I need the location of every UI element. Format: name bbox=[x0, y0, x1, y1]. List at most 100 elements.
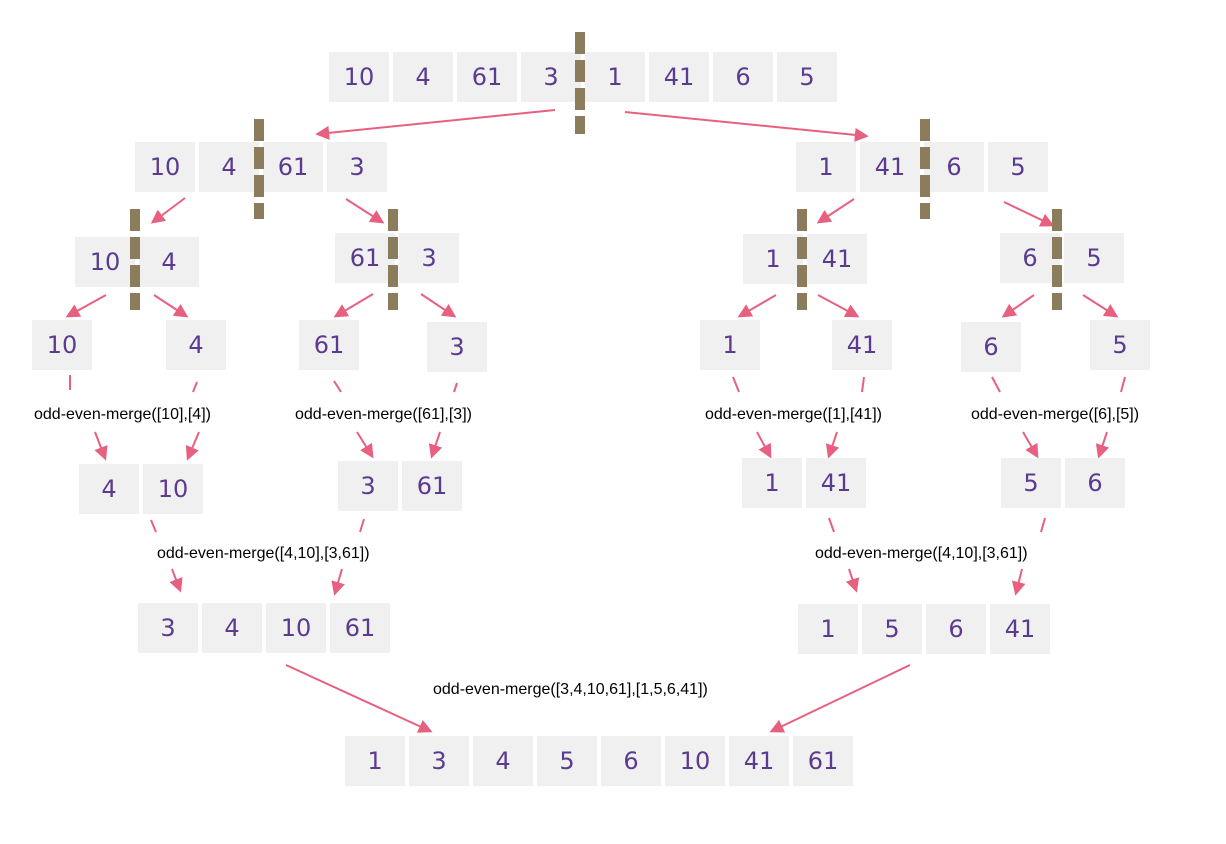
arrow bbox=[1120, 376, 1126, 393]
label-merge-6-5: odd-even-merge([6],[5]) bbox=[971, 406, 1140, 423]
arrow bbox=[1022, 431, 1039, 459]
array-cell: 1 bbox=[798, 604, 858, 654]
array-cell: 4 bbox=[139, 237, 199, 287]
array-cell: 10 bbox=[143, 464, 203, 514]
array-cell: 6 bbox=[961, 322, 1021, 372]
arrow bbox=[737, 294, 777, 318]
array-cell: 10 bbox=[266, 603, 326, 653]
array-cell: 5 bbox=[988, 142, 1048, 192]
arrow bbox=[150, 519, 157, 533]
label-merge-61-3: odd-even-merge([61],[3]) bbox=[295, 406, 472, 423]
arrow bbox=[65, 294, 107, 318]
array-cell: 1 bbox=[700, 320, 760, 370]
array-cell: 3 bbox=[338, 461, 398, 511]
array-cell: 3 bbox=[521, 52, 581, 102]
arrow bbox=[169, 568, 183, 593]
array-cell: 41 bbox=[990, 604, 1050, 654]
array-cell: 61 bbox=[793, 736, 853, 786]
label-merge-1-41: odd-even-merge([1],[41]) bbox=[705, 406, 882, 423]
array-cell: 41 bbox=[806, 458, 866, 508]
array-cell: 6 bbox=[1065, 458, 1125, 508]
array-cell: 10 bbox=[329, 52, 389, 102]
arrow bbox=[1040, 517, 1046, 533]
array-cell: 5 bbox=[862, 604, 922, 654]
array-cell: 4 bbox=[473, 736, 533, 786]
array-cell: 6 bbox=[926, 604, 986, 654]
arrow bbox=[345, 198, 385, 224]
arrow bbox=[428, 431, 443, 459]
arrow bbox=[420, 293, 457, 318]
arrow bbox=[769, 664, 911, 733]
label-merge-10-4: odd-even-merge([10],[4]) bbox=[34, 406, 211, 423]
array-cell: 61 bbox=[335, 233, 395, 283]
array-cell: 41 bbox=[832, 320, 892, 370]
arrow bbox=[845, 568, 860, 593]
arrow bbox=[285, 664, 433, 733]
label-merge-final: odd-even-merge([3,4,10,61],[1,5,6,41]) bbox=[433, 681, 708, 698]
array-cell: 3 bbox=[427, 322, 487, 372]
array-cell: 6 bbox=[713, 52, 773, 102]
array-cell: 41 bbox=[807, 234, 867, 284]
array-cell: 5 bbox=[777, 52, 837, 102]
arrow bbox=[756, 431, 772, 459]
divider-left-half bbox=[254, 119, 264, 219]
array-cell: 4 bbox=[199, 142, 259, 192]
array-cell: 41 bbox=[729, 736, 789, 786]
array-cell: 41 bbox=[860, 142, 920, 192]
array-cell: 10 bbox=[32, 320, 92, 370]
divider-pair-1-41 bbox=[797, 209, 807, 310]
arrow bbox=[1095, 431, 1110, 459]
arrow bbox=[991, 376, 1001, 393]
divider-pair-61-3 bbox=[388, 209, 398, 310]
array-cell: 61 bbox=[330, 603, 390, 653]
array-cell: 5 bbox=[1090, 320, 1150, 370]
arrow bbox=[828, 517, 835, 533]
label-merge-right-pairs: odd-even-merge([4,10],[3,61]) bbox=[815, 545, 1028, 562]
array-cell: 10 bbox=[665, 736, 725, 786]
arrow bbox=[150, 197, 186, 224]
array-cell: 6 bbox=[924, 142, 984, 192]
array-cell: 1 bbox=[796, 142, 856, 192]
arrow bbox=[94, 431, 108, 461]
array-cell: 5 bbox=[1001, 458, 1061, 508]
divider-pair-6-5 bbox=[1052, 209, 1062, 310]
array-cell: 3 bbox=[327, 142, 387, 192]
array-cell: 1 bbox=[345, 736, 405, 786]
array-cell: 10 bbox=[135, 142, 195, 192]
array-cell: 10 bbox=[75, 237, 135, 287]
arrow bbox=[624, 111, 869, 142]
arrow bbox=[1011, 568, 1026, 596]
arrow bbox=[359, 518, 365, 533]
array-cell: 1 bbox=[585, 52, 645, 102]
arrow bbox=[825, 431, 840, 459]
array-cell: 1 bbox=[743, 234, 803, 284]
array-cell: 5 bbox=[537, 736, 597, 786]
array-cell: 41 bbox=[649, 52, 709, 102]
array-cell: 61 bbox=[402, 461, 462, 511]
array-cell: 6 bbox=[1000, 233, 1060, 283]
array-cell: 61 bbox=[299, 320, 359, 370]
array-cell: 61 bbox=[263, 142, 323, 192]
arrow bbox=[816, 198, 855, 224]
arrow bbox=[315, 109, 556, 140]
array-cell: 61 bbox=[457, 52, 517, 102]
array-cell: 4 bbox=[202, 603, 262, 653]
array-cell: 5 bbox=[1064, 233, 1124, 283]
array-cell: 6 bbox=[601, 736, 661, 786]
arrow bbox=[153, 294, 189, 318]
array-cell: 3 bbox=[399, 233, 459, 283]
array-cell: 4 bbox=[166, 320, 226, 370]
divider-root bbox=[575, 32, 585, 134]
arrow bbox=[333, 293, 374, 318]
arrow bbox=[1003, 201, 1055, 227]
arrow bbox=[331, 568, 345, 596]
arrow bbox=[732, 376, 740, 393]
array-cell: 3 bbox=[138, 603, 198, 653]
arrow bbox=[817, 294, 860, 318]
arrow bbox=[192, 381, 198, 393]
arrow bbox=[333, 380, 342, 393]
arrow bbox=[1001, 294, 1035, 318]
divider-right-half bbox=[920, 119, 930, 219]
